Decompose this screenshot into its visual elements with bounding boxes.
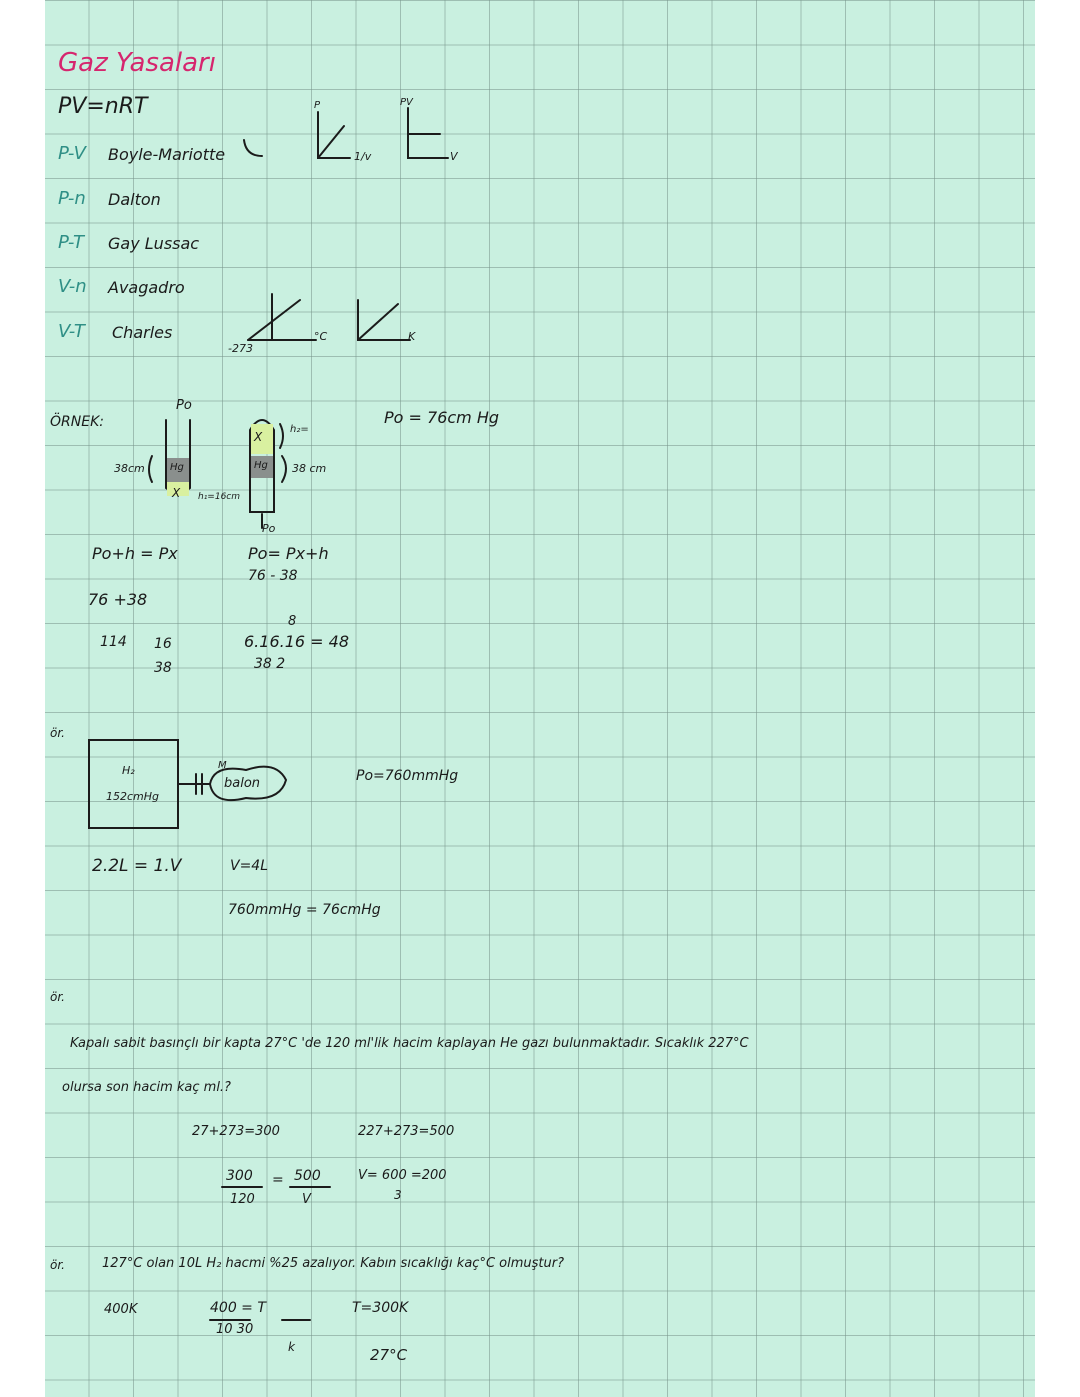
law-pair-vt: V-T (58, 321, 85, 342)
sum-left: 76 +38 (88, 590, 148, 609)
problem3-line2: olursa son hacim kaç ml.? (62, 1080, 231, 1095)
po-top-label: Po (176, 398, 192, 413)
result-volume: V= 600 =200 (358, 1168, 447, 1183)
kelvin-value: 400K (104, 1302, 138, 1317)
pv-vs-v-axes (407, 107, 449, 159)
law-name-gaylussac: Gay Lussac (108, 234, 200, 253)
hg-label-2: Hg (254, 460, 268, 471)
balloon-label: balon (224, 776, 261, 791)
bracket-h2 (279, 423, 284, 449)
temp-conversion-2: 227+273=500 (358, 1124, 455, 1139)
pv-curve-sketch (243, 139, 263, 157)
value-8: 8 (288, 614, 297, 629)
bracket-38cm-2 (281, 455, 287, 483)
equation-left: Po+h = Px (92, 544, 178, 563)
hg-column-1 (167, 458, 189, 482)
result-denominator: 3 (394, 1188, 402, 1202)
fraction-right-numerator: 500 (294, 1168, 321, 1184)
boyle-equation: 2.2L = 1.V (92, 856, 182, 876)
ratio-denominator: 10 30 (216, 1322, 254, 1337)
law-pair-pt: P-T (58, 232, 85, 253)
temperature-kelvin: T=300K (352, 1300, 409, 1316)
vt-celsius-axes (247, 293, 317, 341)
calculation-denominator: 38 2 (254, 656, 286, 672)
value-114: 114 (100, 634, 127, 650)
law-name-avogadro: Avagadro (108, 278, 185, 297)
vt-kelvin-line (357, 303, 399, 341)
p-vs-1overv-line (317, 125, 345, 159)
h2-pressure: 152cmHg (106, 790, 160, 803)
temp-conversion-1: 27+273=300 (192, 1124, 280, 1139)
law-name-charles: Charles (112, 323, 173, 342)
h38-label: 38cm (114, 462, 145, 475)
h2-container (88, 739, 179, 829)
problem4-line: 127°C olan 10L H₂ hacmi %25 azalıyor. Ka… (102, 1256, 564, 1271)
grid-paper (45, 0, 1035, 1397)
h2-value: 38 cm (292, 462, 327, 475)
vt-celsius-line (247, 299, 301, 341)
page-title: Gaz Yasaları (58, 48, 216, 78)
law-name-dalton: Dalton (108, 190, 161, 209)
label-minus273: -273 (228, 342, 253, 355)
h2-label: h₂= (290, 424, 309, 435)
law-pair-vn: V-n (58, 276, 87, 297)
valve-m (195, 773, 203, 795)
value-16: 16 (154, 636, 172, 652)
x-label-2: X (254, 430, 263, 444)
bracket-38cm (148, 455, 153, 483)
po-bottom-label: Po (262, 522, 276, 535)
ratio-numerator: 400 = T (210, 1300, 266, 1316)
po-given: Po = 76cm Hg (384, 408, 500, 427)
temperature-celsius: 27°C (370, 1346, 408, 1364)
gas-x-1 (167, 482, 189, 496)
h2-gas-label: H₂ (122, 764, 135, 777)
label-1-over-v: 1/v (354, 150, 372, 163)
calculation: 6.16.16 = 48 (244, 632, 350, 651)
label-c: °C (314, 330, 328, 343)
fraction-right-denominator: V (302, 1192, 311, 1207)
label-p: P (314, 100, 321, 111)
valve-label: M (218, 760, 227, 771)
law-name-boyle: Boyle-Mariotte (108, 145, 226, 164)
example3-label: ör. (50, 990, 65, 1004)
equation-right-values: 76 - 38 (248, 568, 298, 584)
problem3-line1: Kapalı sabit basınçlı bir kapta 27°C 'de… (70, 1036, 749, 1051)
po-mmhg: Po=760mmHg (356, 768, 459, 784)
gas-x-2 (251, 424, 273, 454)
x-label-1: X (172, 486, 181, 500)
balloon-shape (208, 765, 288, 802)
example2-label: ör. (50, 726, 65, 740)
kelvin-mark: k (288, 1340, 295, 1354)
ideal-gas-formula: PV=nRT (58, 94, 148, 119)
fraction-left-denominator: 120 (230, 1192, 255, 1207)
label-v: V (450, 150, 458, 163)
unit-conversion: 760mmHg = 76cmHg (228, 902, 381, 918)
volume-result: V=4L (230, 858, 269, 874)
law-pair-pv: P-V (58, 143, 86, 164)
example-label: ÖRNEK: (50, 414, 104, 430)
h1-label: h₁=16cm (198, 492, 241, 502)
hg-column-2 (251, 456, 273, 478)
label-pv: PV (400, 97, 413, 108)
hg-label-1: Hg (170, 462, 184, 473)
example4-label: ör. (50, 1258, 65, 1272)
value-38: 38 (154, 660, 172, 676)
equals-sign: = (272, 1172, 284, 1188)
equation-right: Po= Px+h (248, 544, 329, 563)
fraction-left-numerator: 300 (226, 1168, 253, 1184)
label-k: K (408, 330, 416, 343)
law-pair-pn: P-n (58, 188, 86, 209)
